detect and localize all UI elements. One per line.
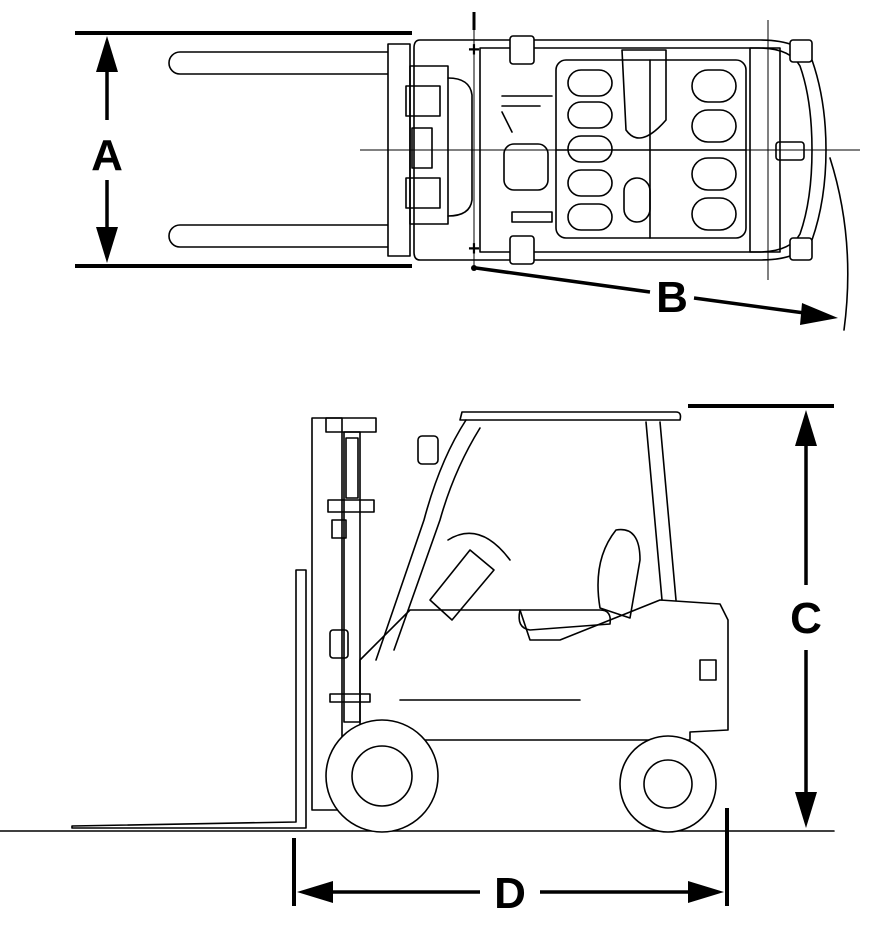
top-fork-upper [168,51,391,75]
top-mast-inner [447,77,473,217]
top-mast-block-1 [405,85,441,117]
turning-center-point [471,265,477,271]
side-lift-cylinder [345,437,359,499]
dimension-c-label: C [790,594,822,643]
side-steering-column [429,549,495,621]
side-mast-top-bar [325,417,377,433]
dimension-b-line-1 [475,266,651,294]
dimension-b-label: B [656,273,688,322]
side-mast-crossbar [327,499,375,513]
top-tow-pin [775,141,805,161]
top-front-wheel-right [509,235,535,265]
side-overhead-guard-roof [459,411,682,421]
top-mast-center [411,127,433,169]
side-rear-wheel [619,735,717,833]
side-rear-light [699,659,717,681]
side-view: C D [0,404,835,918]
side-tilt-lever [329,629,349,659]
side-rear-hub [643,759,693,809]
top-fork-lower [168,224,391,248]
side-front-wheel [325,719,439,833]
side-mast-chain-block [331,519,347,539]
top-steering-column [503,143,549,191]
side-guard-rear-pillar-1 [645,421,663,601]
top-rear-wheel-left [789,39,813,63]
top-control-levers [501,95,553,133]
top-mast-frame [409,65,449,225]
top-seat-back [621,49,667,139]
side-front-hub [351,745,413,807]
side-fork [71,569,307,829]
side-seat-back [597,528,641,619]
side-guard-rear-pillar-2 [659,421,677,601]
top-view: A [75,12,860,331]
turning-radius-arc [829,157,849,331]
top-rear-wheel-right [789,237,813,261]
top-front-wheel-left [509,35,535,65]
dimension-a-arrow [96,36,118,263]
dimension-b-line-2 [693,296,813,316]
dimension-c-arrow [795,410,817,828]
side-guard-front-pillar-outer [375,419,467,661]
top-guard-slots [567,69,737,231]
dimension-d-arrow [297,881,724,903]
side-seat-cushion [518,609,612,631]
side-mast-inner [343,431,361,723]
top-step [511,211,553,223]
side-mast-bottom-bar [329,693,371,703]
top-mast-block-2 [405,177,441,209]
side-truck-body [359,599,729,741]
top-overhead-guard [555,59,747,239]
dimension-d-label: D [494,869,526,918]
side-steering-wheel [447,532,511,561]
side-guard-front-pillar-inner [393,427,481,651]
dimension-b-arrowhead [800,303,838,325]
dimension-a-label: A [91,131,123,180]
side-mirror [417,435,439,465]
